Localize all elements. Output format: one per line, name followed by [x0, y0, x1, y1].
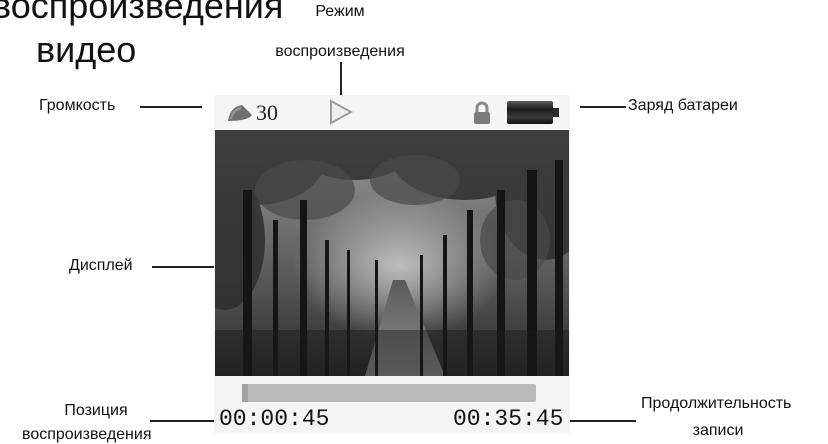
total-time: 00:35:45: [453, 406, 564, 432]
player-screen: 30: [214, 95, 570, 433]
status-bar: 30: [214, 95, 570, 130]
volume-label: Громкость: [39, 97, 116, 114]
volume-leader-line: [140, 106, 202, 108]
display-label: Дисплей: [69, 257, 133, 274]
duration-label-line2: записи: [692, 422, 744, 439]
duration-label-line1: Продолжительность: [641, 395, 792, 412]
progress-bar[interactable]: [242, 384, 536, 402]
position-leader-line: [150, 420, 218, 422]
position-label-line1: Позиция: [64, 402, 128, 419]
display-leader-line: [152, 266, 214, 268]
duration-leader-line: [566, 420, 636, 422]
title-line1: воспроизведения: [0, 0, 284, 26]
lock-icon: [473, 101, 491, 130]
speaker-icon: [226, 103, 254, 128]
play-icon: [329, 99, 354, 130]
battery-icon: [506, 98, 562, 131]
position-label-line2: воспроизведения: [22, 426, 152, 443]
mode-label-line2: воспроизведения: [275, 43, 405, 60]
playback-bar: 00:00:45 00:35:45: [214, 376, 570, 433]
progress-fill: [242, 384, 249, 402]
mode-leader-line: [340, 62, 342, 98]
battery-label: Заряд батареи: [628, 97, 738, 114]
mode-label-line1: Режим: [315, 3, 365, 20]
battery-leader-line: [580, 106, 626, 108]
video-display: [215, 130, 569, 376]
elapsed-time: 00:00:45: [219, 406, 330, 432]
forest-video-frame: [215, 130, 569, 376]
title-line2: видео: [36, 29, 137, 70]
volume-value: 30: [256, 100, 278, 125]
